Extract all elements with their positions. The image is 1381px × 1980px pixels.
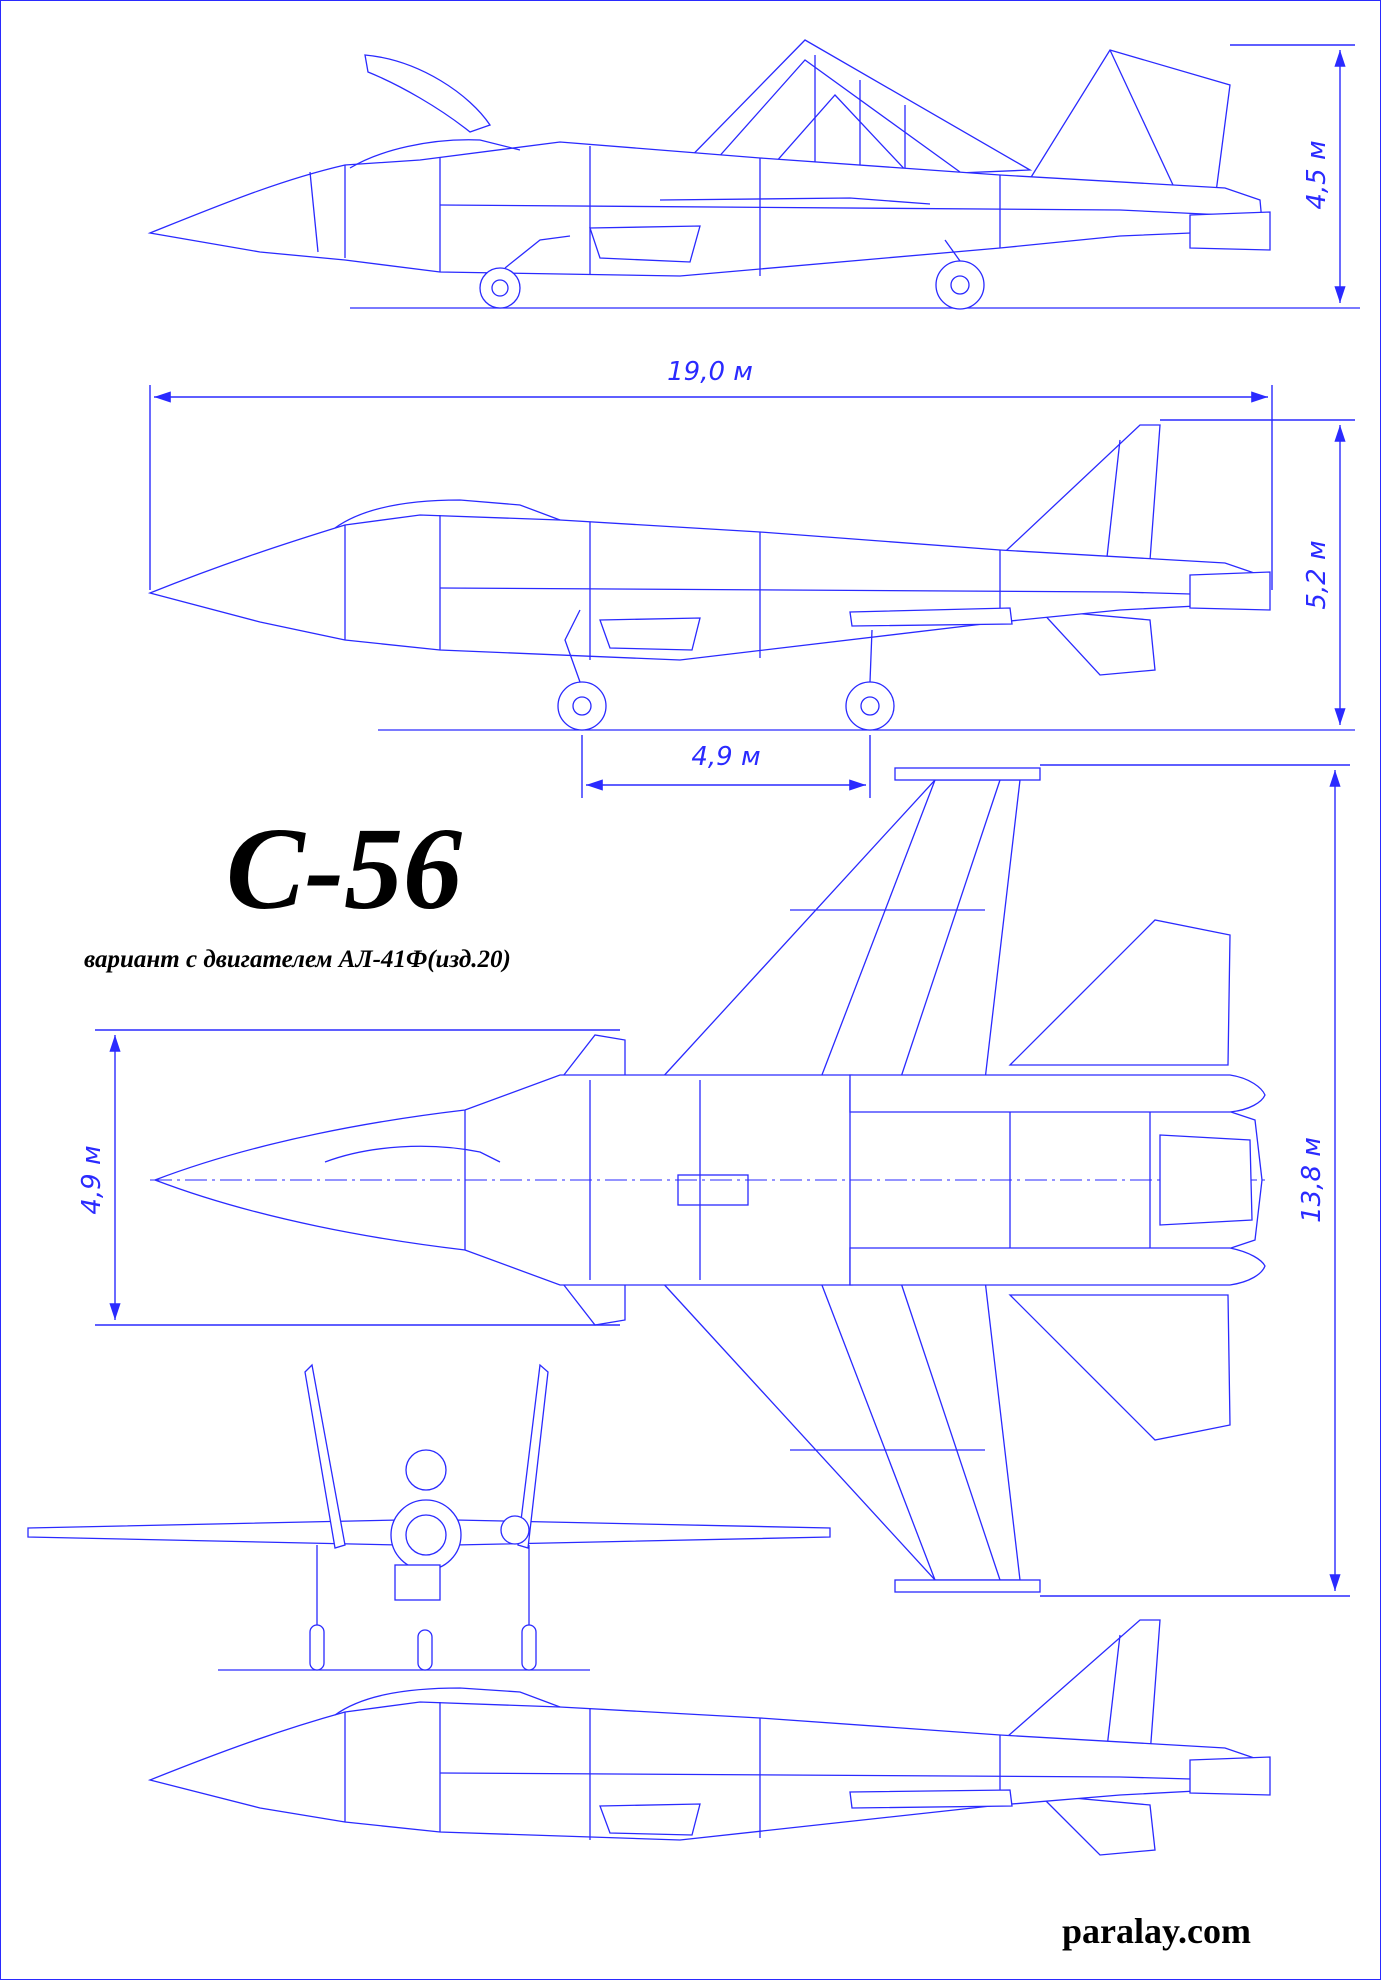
front-view: [27, 1363, 831, 1671]
main-wheel: [935, 260, 985, 310]
wingspan-label: 13,8 м: [1297, 1137, 1327, 1223]
stabilizer-upper: [1008, 919, 1231, 1066]
length-label: 19,0 м: [667, 357, 753, 387]
stabilizer-span-label: 4,9 м: [77, 1145, 107, 1214]
side-view-wings-folded: 4,5 м: [147, 39, 1360, 310]
weapon-store-3: [849, 1789, 1013, 1809]
engine-pod-upper: [849, 1074, 1266, 1113]
canopy-front: [405, 1449, 447, 1491]
wing-upper: [658, 779, 1021, 1081]
engine-nozzle: [1189, 211, 1271, 251]
website-credit: paralay.com: [1062, 1911, 1251, 1951]
weapon-store: [849, 607, 1013, 627]
canard-lower: [558, 1279, 626, 1326]
nose-wheel-2: [557, 681, 607, 731]
engine-intake-right: [500, 1515, 530, 1545]
wheel-left: [309, 1624, 325, 1671]
canard-upper: [558, 1034, 626, 1081]
wheel-nose: [417, 1629, 433, 1671]
canopy-open: [364, 54, 492, 133]
fin-right: [517, 1363, 549, 1549]
stabilizer-lower: [1008, 1294, 1231, 1441]
nozzle-top: [1159, 1134, 1253, 1226]
wheelbase-label: 4,9 м: [691, 742, 760, 772]
wheel-right: [521, 1624, 537, 1671]
fin-left: [304, 1363, 346, 1549]
nose-wheel: [479, 267, 521, 309]
length-dimension: 19,0 м: [149, 357, 1273, 590]
aircraft-title: С-56: [226, 803, 462, 934]
fuselage-front: [390, 1499, 462, 1571]
height-overall-label: 5,2 м: [1302, 540, 1332, 609]
engine-pod-lower: [849, 1247, 1266, 1286]
main-wheel-2: [845, 681, 895, 731]
side-view-gear-down: 5,2 м 4,9 м: [147, 419, 1355, 798]
side-view-weapons-bay: [147, 1619, 1271, 1856]
top-view: 13,8 м 4,9 м: [77, 764, 1350, 1597]
variant-subtitle: вариант с двигателем АЛ-41Ф(изд.20): [84, 946, 511, 973]
height-folded-label: 4,5 м: [1302, 140, 1332, 209]
